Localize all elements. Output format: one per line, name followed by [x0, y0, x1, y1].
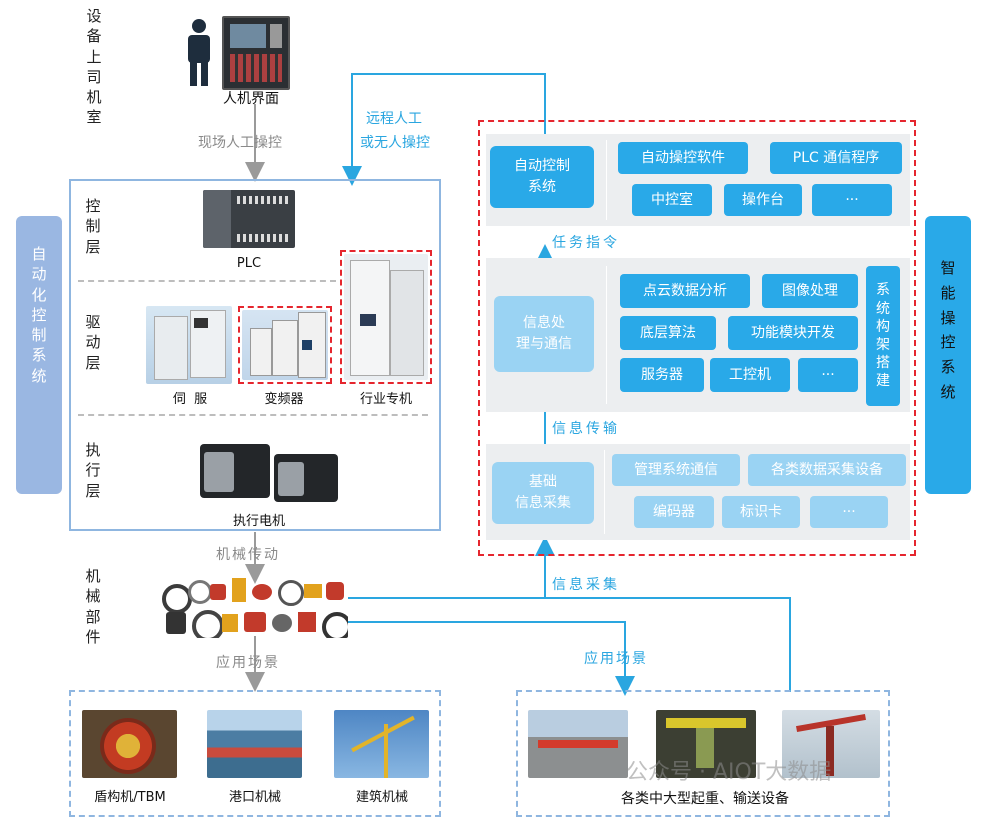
remote-control-label-1: 远程人工	[366, 111, 422, 127]
industry-machine-label: 行业专机	[359, 392, 412, 407]
app-label-port: 港口机械	[228, 790, 281, 805]
system-architecture-box: 系 统 构 架 搭 建	[866, 266, 900, 406]
automation-panel	[69, 179, 441, 531]
info-processing-box: 信息处 理与通信	[494, 296, 594, 372]
info-processing-separator	[606, 266, 607, 404]
drive-layer-label: 驱 动 层	[85, 313, 101, 372]
app-label-construction: 建筑机械	[355, 790, 408, 805]
plc-comm-program: PLC 通信程序	[770, 142, 902, 174]
central-control-room: 中控室	[632, 184, 712, 216]
operator-icon	[188, 19, 210, 86]
crane-image-2	[656, 710, 756, 778]
smart-system-tab: 智 能 操 控 系 统	[925, 216, 971, 494]
info-processing-more: ···	[798, 358, 858, 392]
motor-label: 执行电机	[232, 514, 285, 529]
motor-image	[196, 434, 342, 506]
control-layer-label: 控 制 层	[85, 197, 101, 256]
task-command-label: 任务指令	[552, 235, 620, 251]
app-label-tbm: 盾构机/TBM	[94, 790, 166, 805]
operating-console: 操作台	[724, 184, 802, 216]
auto-control-system-box: 自动控制 系统	[490, 146, 594, 208]
servo-label: 伺 服	[172, 392, 208, 407]
industry-machine-highlight	[340, 250, 432, 384]
mech-transmission-label: 机械传动	[216, 547, 280, 563]
management-system-comm: 管理系统通信	[612, 454, 740, 486]
apps-left-panel	[69, 690, 441, 817]
basic-collection-more: ···	[810, 496, 888, 528]
auto-operation-software: 自动操控软件	[618, 142, 748, 174]
layer-divider-1	[78, 280, 336, 282]
function-module-dev: 功能模块开发	[728, 316, 858, 350]
arrow-collect-from-field	[348, 597, 791, 692]
watermark: 公众号 · AIOT大数据	[626, 760, 832, 785]
tbm-image	[82, 710, 177, 778]
port-machinery-image	[207, 710, 302, 778]
vfd-image	[242, 310, 328, 380]
equipment-room-label: 设 备 上 司 机 室	[86, 7, 102, 127]
smart-system-frame	[478, 120, 916, 556]
industry-machine-image	[344, 254, 428, 380]
plc-label: PLC	[236, 256, 262, 271]
point-cloud-analysis: 点云数据分析	[620, 274, 750, 308]
plc-image	[203, 190, 295, 248]
crane-image-1	[528, 710, 628, 778]
image-processing: 图像处理	[762, 274, 858, 308]
low-level-algorithm: 底层算法	[620, 316, 716, 350]
auto-control-separator	[606, 140, 607, 220]
vfd-highlight	[238, 306, 332, 384]
arrow-parts-to-right-apps	[348, 621, 635, 696]
info-transfer-label: 信息传输	[552, 421, 620, 437]
hmi-label: 人机界面	[223, 91, 279, 107]
basic-collection-separator	[604, 450, 605, 534]
onsite-manual-label: 现场人工操控	[198, 135, 282, 151]
automation-system-tab: 自 动 化 控 制 系 统	[16, 216, 62, 494]
encoder: 编码器	[634, 496, 714, 528]
mech-parts-image	[162, 578, 348, 638]
application-label-left: 应用场景	[216, 655, 280, 671]
basic-collection-box: 基础 信息采集	[492, 462, 594, 524]
servo-image	[146, 306, 232, 384]
layer-divider-2	[78, 414, 428, 416]
remote-control-label-2: 或无人操控	[360, 135, 430, 151]
auto-control-more: ···	[812, 184, 892, 216]
vfd-label: 变频器	[264, 392, 304, 407]
server: 服务器	[620, 358, 704, 392]
crane-image-3	[782, 710, 880, 778]
info-collection-label: 信息采集	[552, 577, 620, 593]
data-collection-devices: 各类数据采集设备	[748, 454, 906, 486]
exec-layer-label: 执 行 层	[85, 441, 101, 500]
mech-parts-label: 机 械 部 件	[85, 567, 101, 646]
hmi-panel-image	[222, 16, 290, 90]
industrial-pc: 工控机	[710, 358, 790, 392]
app-label-large-equipment: 各类中大型起重、输送设备	[621, 791, 789, 807]
construction-machinery-image	[334, 710, 429, 778]
arrow-remote-control	[342, 73, 546, 186]
identification-card: 标识卡	[722, 496, 800, 528]
apps-right-panel	[516, 690, 890, 817]
application-label-right: 应用场景	[584, 651, 648, 667]
